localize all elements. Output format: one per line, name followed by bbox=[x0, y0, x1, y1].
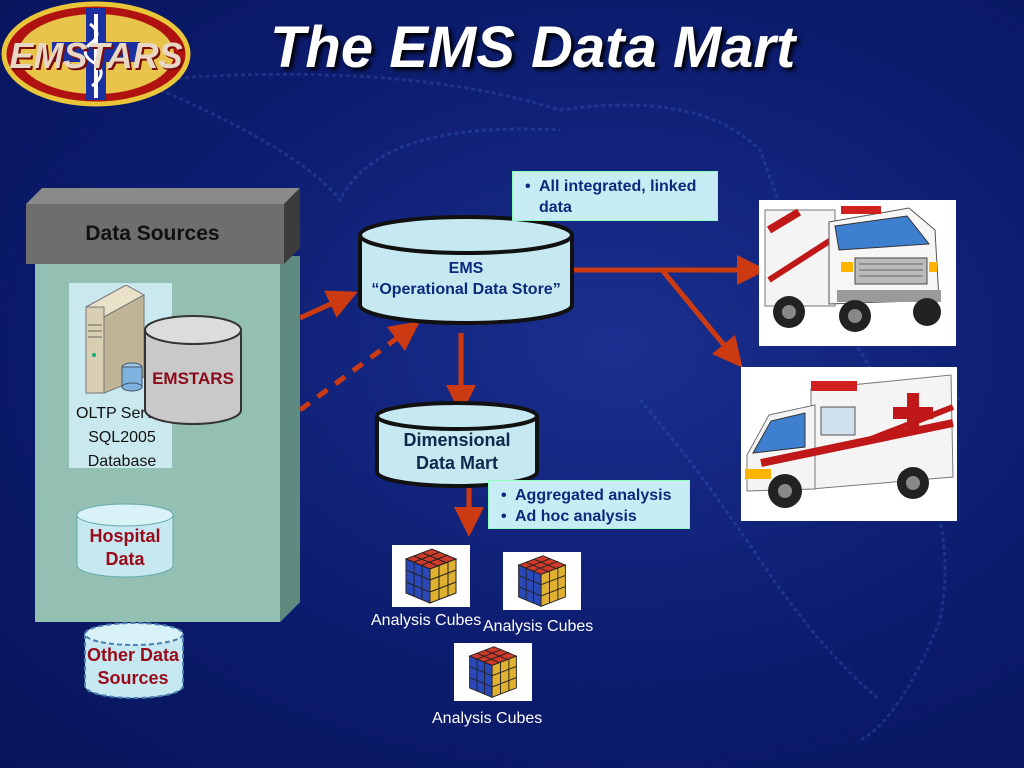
emstars-database-cylinder bbox=[144, 315, 242, 425]
hospital-data-cylinder bbox=[76, 503, 174, 578]
emstars-db-label: EMSTARS bbox=[152, 369, 234, 388]
ambulance-front-image bbox=[759, 200, 956, 346]
cube-image-1 bbox=[392, 545, 470, 607]
arrow-other-to-ods bbox=[298, 321, 421, 413]
data-mart-label: Dimensional Data Mart bbox=[403, 430, 511, 473]
ods-cylinder bbox=[358, 215, 574, 325]
hospital-data-label: Hospital Data bbox=[89, 526, 161, 569]
cube-label-1: Analysis Cubes bbox=[371, 612, 482, 629]
data-sources-title: Data Sources bbox=[85, 222, 220, 245]
callout-integrated-data: All integrated, linked data bbox=[512, 171, 718, 221]
emstars-logo: EMSTARS bbox=[0, 0, 192, 108]
cube-label-3: Analysis Cubes bbox=[432, 710, 543, 727]
server-icon bbox=[84, 285, 146, 394]
callout-item: Aggregated analysis bbox=[501, 485, 681, 506]
callout-analysis: Aggregated analysis Ad hoc analysis bbox=[488, 480, 690, 529]
data-sources-header bbox=[26, 188, 300, 264]
other-data-sources-cylinder bbox=[84, 622, 184, 699]
arrow-ods-to-ambulance-2 bbox=[660, 268, 743, 368]
data-mart-cylinder bbox=[375, 401, 539, 488]
oltp-server-label: OLTP Server SQL2005 Database bbox=[76, 405, 168, 470]
ods-label: EMS “Operational Data Store” bbox=[371, 260, 561, 298]
arrow-sources-to-ods bbox=[298, 290, 358, 321]
cube-image-2 bbox=[503, 552, 581, 610]
cube-image-3 bbox=[454, 643, 532, 701]
logo-text: EMSTARS bbox=[9, 35, 183, 76]
cube-label-2: Analysis Cubes bbox=[483, 618, 594, 635]
callout-item: All integrated, linked data bbox=[525, 176, 709, 218]
other-data-sources-label: Other Data Sources bbox=[86, 645, 180, 688]
page-title: The EMS Data Mart bbox=[270, 15, 796, 80]
callout-item: Ad hoc analysis bbox=[501, 506, 681, 527]
ambulance-side-image bbox=[741, 367, 957, 521]
